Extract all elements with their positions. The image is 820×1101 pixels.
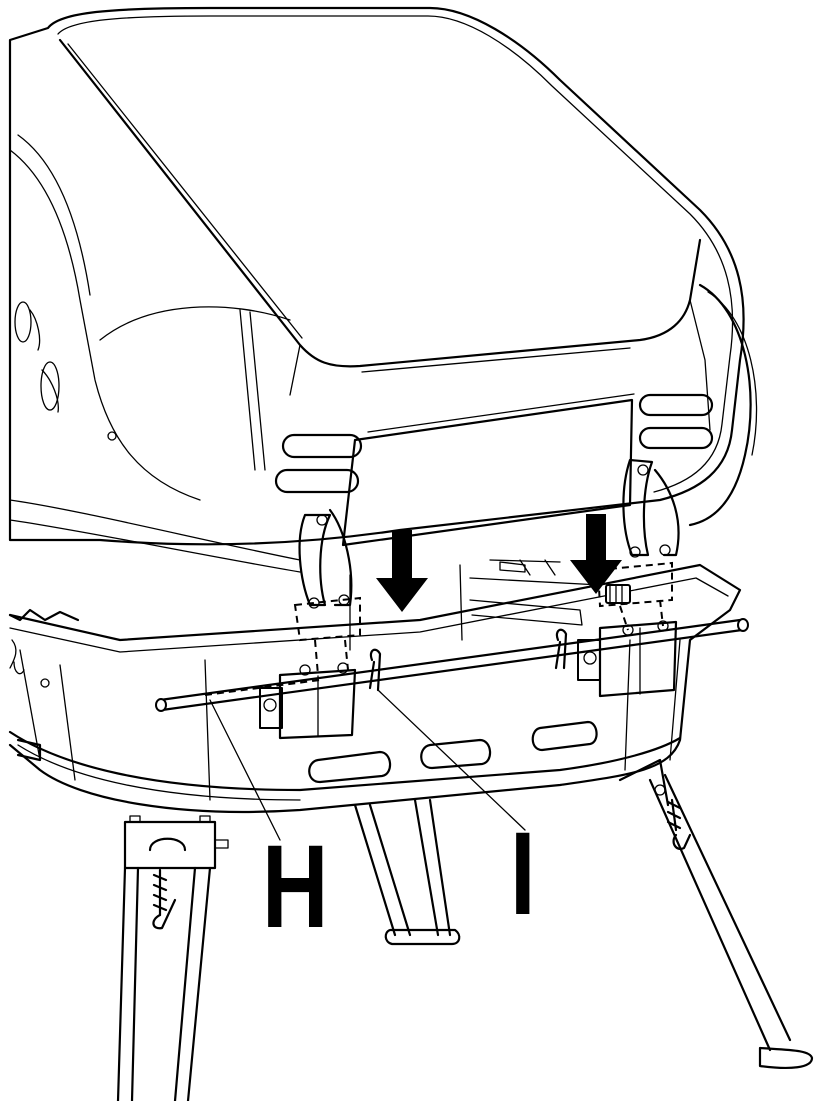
down-arrow-right: [570, 514, 622, 594]
assembly-guides: [204, 561, 673, 696]
left-bracket: [8, 608, 80, 669]
bowl-interior: [349, 559, 601, 651]
hinge-rod: [155, 618, 749, 712]
callout-label-i: I: [510, 808, 536, 940]
center-leg: [353, 798, 461, 946]
grill-lid: [8, 6, 758, 573]
cotter-pins: [368, 628, 568, 692]
down-arrow-left: [376, 530, 428, 612]
right-leg: [618, 758, 814, 1069]
left-leg: [116, 815, 229, 1101]
lid-front-panel: [274, 393, 714, 547]
grill-bowl: [8, 563, 742, 813]
body-hinge-brackets: [259, 620, 678, 740]
callout-label-h: H: [262, 821, 329, 953]
fitting: [499, 561, 631, 604]
leader-lines: [209, 689, 526, 841]
